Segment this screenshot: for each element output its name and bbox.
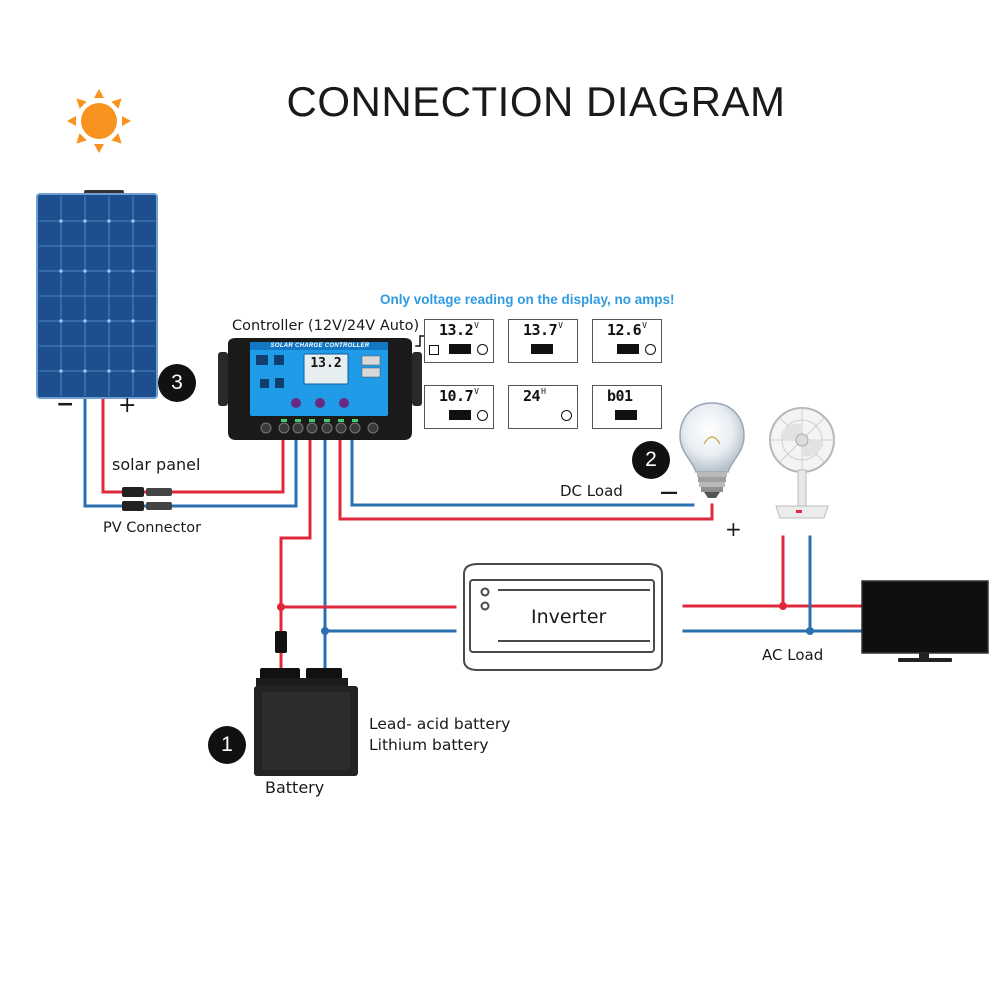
display-reading: 12.6V: [592, 319, 662, 363]
battery-icon: [617, 344, 639, 354]
battery-type-lithium: Lithium battery: [369, 736, 489, 754]
battery-icon: [615, 410, 637, 420]
pv-connector-label: PV Connector: [103, 520, 202, 536]
bulb-icon: [477, 344, 488, 355]
dc-load-positive-sign: +: [725, 517, 742, 541]
ac-load-label: AC Load: [762, 646, 824, 664]
fuse-icon: [275, 631, 287, 653]
fan-icon: [769, 407, 835, 519]
panel-negative-sign: −: [56, 392, 75, 417]
charge-controller-icon: [218, 338, 422, 440]
display-note: Only voltage reading on the display, no …: [380, 292, 675, 307]
display-reading-value: b01: [607, 387, 633, 405]
display-reading: 10.7V: [424, 385, 494, 429]
step-badge-3: 3: [158, 364, 196, 402]
battery-type-lead-acid: Lead- acid battery: [369, 715, 511, 733]
battery-icon: [254, 668, 358, 776]
pv-positive-wire: [101, 398, 285, 494]
step-badge-2: 2: [632, 441, 670, 479]
bulb-icon: [561, 410, 572, 421]
pv-negative-wire: [83, 398, 298, 508]
junction-dots: [277, 602, 814, 635]
battery-label: Battery: [265, 778, 325, 797]
display-reading-value: 10.7V: [439, 387, 479, 405]
display-reading-value: 13.7V: [523, 321, 563, 339]
sun-icon: [67, 89, 131, 153]
light-bulb-icon: [679, 402, 745, 498]
display-reading-value: 24H: [523, 387, 546, 405]
display-callout-line: [415, 335, 427, 347]
display-reading-value: 13.2V: [439, 321, 479, 339]
bulb-icon: [477, 410, 488, 421]
display-reading-value: 12.6V: [607, 321, 647, 339]
solar-icon: [429, 345, 439, 355]
inverter-icon: [463, 563, 663, 671]
battery-icon: [449, 344, 471, 354]
tv-icon: [861, 580, 989, 662]
dc-load-negative-sign: —: [660, 482, 678, 503]
controller-label: Controller (12V/24V Auto): [232, 318, 420, 334]
controller-display-value: 13.2: [310, 356, 342, 371]
solar-panel-icon: [36, 190, 158, 399]
display-reading: b01: [592, 385, 662, 429]
display-reading: 24H: [508, 385, 578, 429]
dc-load-positive-wire: [338, 436, 714, 521]
dc-load-label: DC Load: [560, 482, 623, 500]
battery-icon: [531, 344, 553, 354]
display-reading: 13.2V: [424, 319, 494, 363]
wiring: [83, 335, 862, 670]
bulb-icon: [645, 344, 656, 355]
panel-positive-sign: +: [118, 393, 137, 418]
inverter-label: Inverter: [531, 606, 607, 628]
display-reading: 13.7V: [508, 319, 578, 363]
controller-face-label: SOLAR CHARGE CONTROLLER: [270, 343, 370, 349]
pv-connector-icon: [122, 487, 172, 511]
battery-icon: [449, 410, 471, 420]
page-title: CONNECTION DIAGRAM: [286, 78, 786, 125]
solar-panel-label: solar panel: [112, 455, 201, 474]
dc-load-negative-wire: [350, 436, 695, 507]
step-badge-1: 1: [208, 726, 246, 764]
